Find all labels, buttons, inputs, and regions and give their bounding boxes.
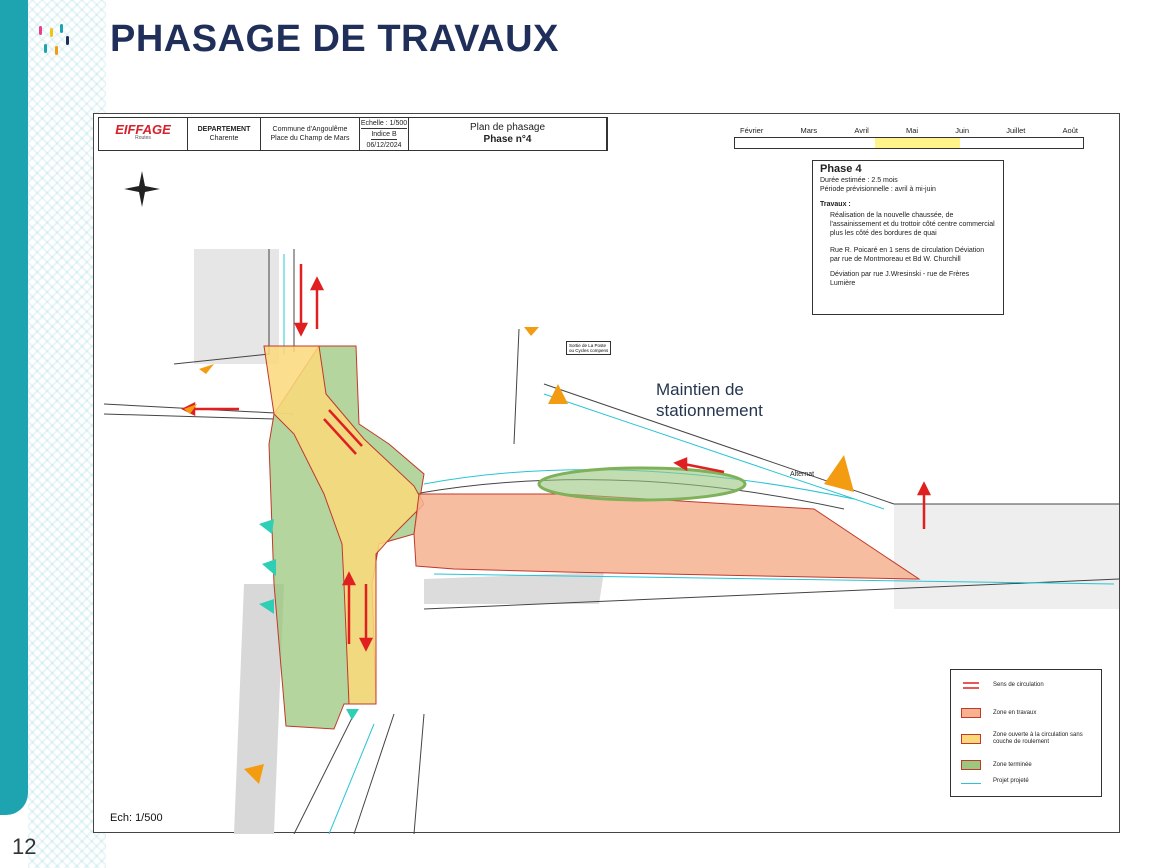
brand-dots-icon (39, 24, 69, 55)
legend-item: Projet projeté (961, 778, 1029, 784)
phase-duration: Durée estimée : 2.5 mois (820, 177, 898, 184)
schedule-timeline: Février Mars Avril Mai Juin Juillet Août (734, 126, 1084, 149)
legend-swatch (961, 734, 981, 744)
works-text: Réalisation de la nouvelle chaussée, de … (830, 212, 995, 237)
alternat-label: Alternat (790, 471, 815, 478)
month-label: Mars (800, 126, 818, 135)
site-map (103, 171, 1120, 834)
timeline-bar (734, 137, 1084, 149)
legend-item: Zone en travaux (961, 708, 1036, 718)
plan-title-cell: Plan de phasage Phase n°4 (409, 118, 607, 150)
zone-open (263, 345, 425, 705)
legend: Sens de circulation Zone en travaux Zone… (950, 669, 1102, 797)
compass-rose-icon (124, 171, 160, 207)
traffic-text: Rue R. Poicaré en 1 sens de circulation … (830, 247, 985, 263)
traffic-arrow-icon (961, 680, 981, 690)
phase-period: Période prévisionnelle : avril à mi-juin (820, 186, 936, 193)
works-label: Travaux : (820, 201, 851, 208)
parking-ellipse (537, 466, 747, 502)
phase-title: Phase 4 (820, 163, 862, 175)
parking-annotation: Maintien de stationnement (656, 380, 763, 420)
legend-item: Zone terminée (961, 760, 1032, 770)
phase-info-box: Phase 4 Durée estimée : 2.5 mois Période… (812, 160, 1004, 315)
month-label: Juin (955, 126, 970, 135)
eiffage-logo: EIFFAGE Routes (99, 118, 188, 150)
month-label: Avril (854, 126, 869, 135)
scale-note: Ech: 1/500 (110, 812, 163, 824)
side-accent-band (0, 0, 28, 815)
timeline-phase-highlight (875, 138, 960, 148)
legend-swatch (961, 778, 981, 784)
month-label: Août (1062, 126, 1078, 135)
page-number: 12 (12, 834, 37, 859)
commune-cell: Commune d'Angoulême Place du Champ de Ma… (261, 118, 360, 150)
scale-index-date: Echelle : 1/500 Indice B 06/12/2024 (360, 118, 409, 150)
legend-swatch (961, 708, 981, 718)
zone-works (413, 493, 921, 580)
legend-item: Sens de circulation (961, 680, 1044, 690)
deviation-text: Déviation par rue J.Wresinski - rue de F… (830, 271, 970, 287)
month-label: Juillet (1006, 126, 1026, 135)
month-label: Mai (905, 126, 919, 135)
legend-item: Zone ouverte à la circulation sans couch… (961, 732, 1091, 746)
post-office-callout: Sortie de La Poste ou Cycles compens (566, 341, 612, 355)
department-cell: DEPARTEMENT Charente (188, 118, 261, 150)
page-title: PHASAGE DE TRAVAUX (110, 18, 559, 60)
title-block: EIFFAGE Routes DEPARTEMENT Charente Comm… (98, 117, 608, 151)
legend-swatch (961, 760, 981, 770)
month-label: Février (740, 126, 764, 135)
phasing-plan: EIFFAGE Routes DEPARTEMENT Charente Comm… (93, 113, 1120, 834)
